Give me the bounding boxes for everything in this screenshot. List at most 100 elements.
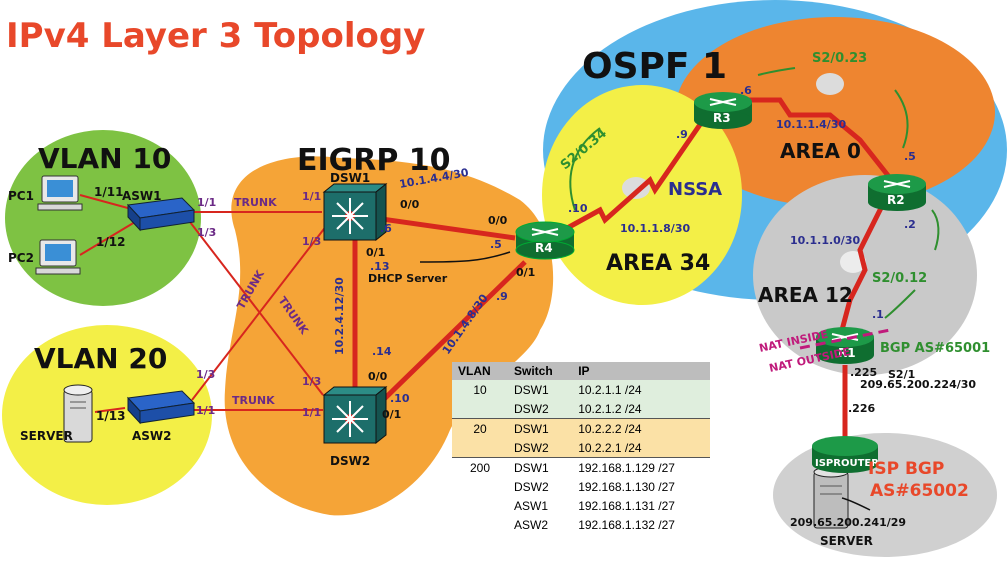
port-label: 1/13 [96,409,125,423]
asw2-label: ASW2 [132,429,172,443]
r3-router-icon[interactable] [694,92,752,129]
pc1-label: PC1 [8,189,34,203]
subif-label: S2/0.12 [872,271,927,286]
arrow-icon [569,127,601,211]
r4-router-icon[interactable] [515,221,575,260]
network-label: 10.1.1.8/30 [620,222,690,235]
table-cell: 10.2.1.2 /24 [572,399,710,419]
port-label: 0/0 [368,370,388,383]
asw1-switch-icon[interactable] [126,197,196,232]
dhcp-arrow-icon [419,251,511,263]
port-label: 0/0 [400,198,420,211]
port-label: 0/1 [516,266,535,279]
server-label: SERVER [20,429,73,443]
ip-octet: .10 [390,392,410,405]
pc1-icon[interactable] [37,175,83,211]
table-cell: 10.2.1.1 /24 [572,380,710,399]
link-asw2-dsw1 [191,224,328,401]
r1-router-icon[interactable] [816,327,874,364]
ip-octet: .226 [848,402,875,415]
table-cell: 200 [452,457,508,477]
port-label: 1/3 [302,235,321,248]
diagram-title: IPv4 Layer 3 Topology [6,16,425,56]
eigrp-zone [224,156,554,516]
ip-octet: .9 [676,128,688,141]
dhcp-label: DHCP Server [368,272,448,285]
asw2-switch-icon[interactable] [126,390,196,425]
table-cell: 10.2.2.1 /24 [572,438,710,458]
table-cell: ASW1 [508,496,573,515]
port-label: 1/3 [197,226,216,239]
network-label: 10.2.4.12/30 [333,277,346,355]
ip-octet: .6 [740,84,752,97]
port-label: 1/12 [96,235,125,249]
subif-label: S2/1 [888,368,915,381]
dsw2-switch-icon[interactable] [322,385,388,445]
link-dsw1-r4 [374,215,516,241]
arrow-icon [757,67,796,76]
port-label: 1/11 [94,185,123,199]
vlan10-label: VLAN 10 [38,142,171,175]
isp-bgp-label: ISP BGP [868,459,944,479]
table-cell: 192.168.1.132 /27 [572,515,710,534]
pc2-icon[interactable] [35,239,81,275]
dsw2-label: DSW2 [330,454,370,468]
port-label: 1/3 [302,375,321,388]
table-cell: 192.168.1.130 /27 [572,477,710,496]
r4-label: R4 [535,241,553,255]
link-r2-r1 [839,198,888,331]
dsw1-label: DSW1 [330,171,370,185]
port-label: 0/1 [366,246,385,259]
table-cell: 10 [452,380,508,399]
ip-octet: .9 [496,290,508,303]
r3-label: R3 [713,111,731,125]
table-cell: DSW2 [508,399,573,419]
isp-router-label: ISPROUTER [815,458,879,469]
port-label: 1/1 [302,190,321,203]
isp-router-icon[interactable] [812,436,878,473]
table-cell: DSW1 [508,418,573,438]
nssa-label: NSSA [668,179,722,200]
link-asw1-dsw2 [189,221,324,396]
ip-octet: .5 [904,150,916,163]
ip-octet: .6 [380,222,392,235]
server-icon[interactable] [63,384,93,443]
arrow-icon [931,209,940,251]
link-dsw2-r4 [376,260,527,407]
ip-octet: .10 [568,202,588,215]
r2-router-icon[interactable] [868,174,926,211]
isp-server-label: SERVER [820,534,873,548]
subif-label: S2/0.23 [812,51,867,66]
ip-octet: .14 [372,345,392,358]
area0-label: AREA 0 [780,139,861,163]
asw1-label: ASW1 [122,189,162,203]
r1-label: R1 [838,346,856,360]
arrow-icon [884,289,916,319]
table-cell [452,496,508,515]
network-label: 209.65.200.224/30 [860,378,976,391]
network-label: 209.65.200.241/29 [790,516,906,529]
dsw1-switch-icon[interactable] [322,182,388,242]
port-label: 0/0 [488,214,508,227]
table-header: Switch [508,362,573,380]
bgp-r1-label: BGP AS#65001 [880,341,990,356]
vlan20-label: VLAN 20 [34,342,167,375]
port-label: 1/1 [302,406,321,419]
port-label: 1/1 [196,404,215,417]
area0-zone [675,17,995,207]
table-cell: ASW2 [508,515,573,534]
table-cell [452,438,508,458]
trunk-label: TRUNK [234,196,277,209]
table-cell: 192.168.1.131 /27 [572,496,710,515]
link-server-asw2 [94,407,126,413]
